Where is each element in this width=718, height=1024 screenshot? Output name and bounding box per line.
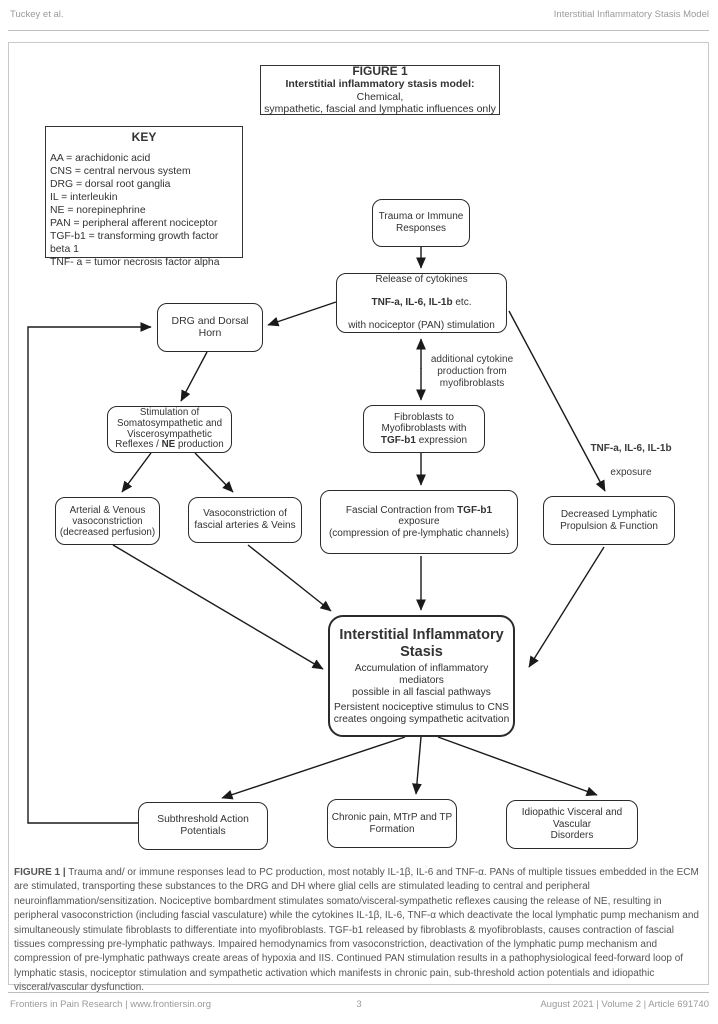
figure-caption: FIGURE 1 | Trauma and/ or immune respons… xyxy=(14,866,703,996)
figure-title-line2: sympathetic, fascial and lymphatic influ… xyxy=(264,103,496,115)
node-trauma-immune: Trauma or Immune Responses xyxy=(372,199,470,247)
node-arterial-venous-vasoconstriction: Arterial & Venous vasoconstriction (decr… xyxy=(55,497,160,545)
figure-title-box: FIGURE 1 Interstitial inflammatory stasi… xyxy=(260,63,500,115)
figure-caption-label: FIGURE 1 | xyxy=(14,867,66,878)
key-entry: NE = norepinephrine xyxy=(50,204,146,216)
figure-title-line1: Interstitial inflammatory stasis model: … xyxy=(285,78,475,103)
key-entry: IL = interleukin xyxy=(50,191,118,203)
label-additional-cytokine: additional cytokine production from myof… xyxy=(430,354,514,389)
node-stimulation-reflexes: Stimulation of Somatosympathetic and Vis… xyxy=(107,406,232,453)
key-entry: TNF- a = tumor necrosis factor alpha xyxy=(50,256,220,268)
node-subthreshold-action-potentials: Subthreshold Action Potentials xyxy=(138,802,268,850)
key-entry: TGF-b1 = transforming growth factor beta… xyxy=(50,230,219,255)
node-fibroblasts-myofibroblasts: Fibroblasts to Myofibroblasts with TGF-b… xyxy=(363,405,485,453)
key-box: KEY AA = arachidonic acid CNS = central … xyxy=(45,126,243,268)
figure-caption-text: Trauma and/ or immune responses lead to … xyxy=(14,867,699,994)
node-fascial-vasoconstriction: Vasoconstriction of fascial arteries & V… xyxy=(188,497,302,543)
iis-body2: Persistent nociceptive stimulus to CNS c… xyxy=(333,701,510,725)
key-entry: PAN = peripheral afferent nociceptor xyxy=(50,217,218,229)
node-release-cytokines: Release of cytokines TNF-a, IL-6, IL-1b … xyxy=(336,273,507,333)
footer-issue: August 2021 | Volume 2 | Article 691740 xyxy=(540,999,709,1010)
key-entry: DRG = dorsal root ganglia xyxy=(50,178,171,190)
footer-page-number: 3 xyxy=(356,999,362,1010)
header-divider xyxy=(8,30,709,31)
figure-title-heading: FIGURE 1 xyxy=(352,63,408,78)
node-chronic-pain-mtrp: Chronic pain, MTrP and TP Formation xyxy=(327,799,457,848)
node-fascial-contraction: Fascial Contraction from TGF-b1 exposure… xyxy=(320,490,518,554)
node-idiopathic-disorders: Idiopathic Visceral and Vascular Disorde… xyxy=(506,800,638,849)
iis-body1: Accumulation of inflammatory mediators p… xyxy=(352,662,491,698)
node-interstitial-inflammatory-stasis: Interstitial Inflammatory Stasis Accumul… xyxy=(328,615,515,737)
header-author: Tuckey et al. xyxy=(10,9,64,20)
footer-divider xyxy=(8,992,709,993)
iis-title: Interstitial Inflammatory Stasis xyxy=(339,626,504,660)
header-running-title: Interstitial Inflammatory Stasis Model xyxy=(553,9,709,20)
key-entry: CNS = central nervous system xyxy=(50,165,191,177)
node-decreased-lymphatic: Decreased Lymphatic Propulsion & Functio… xyxy=(543,496,675,545)
footer-journal: Frontiers in Pain Research | www.frontie… xyxy=(10,999,211,1010)
key-heading: KEY xyxy=(131,130,157,144)
key-entry: AA = arachidonic acid xyxy=(50,152,151,164)
node-drg-dorsal-horn: DRG and Dorsal Horn xyxy=(157,303,263,352)
label-tnf-exposure: TNF-a, IL-6, IL-1b exposure xyxy=(590,443,672,478)
